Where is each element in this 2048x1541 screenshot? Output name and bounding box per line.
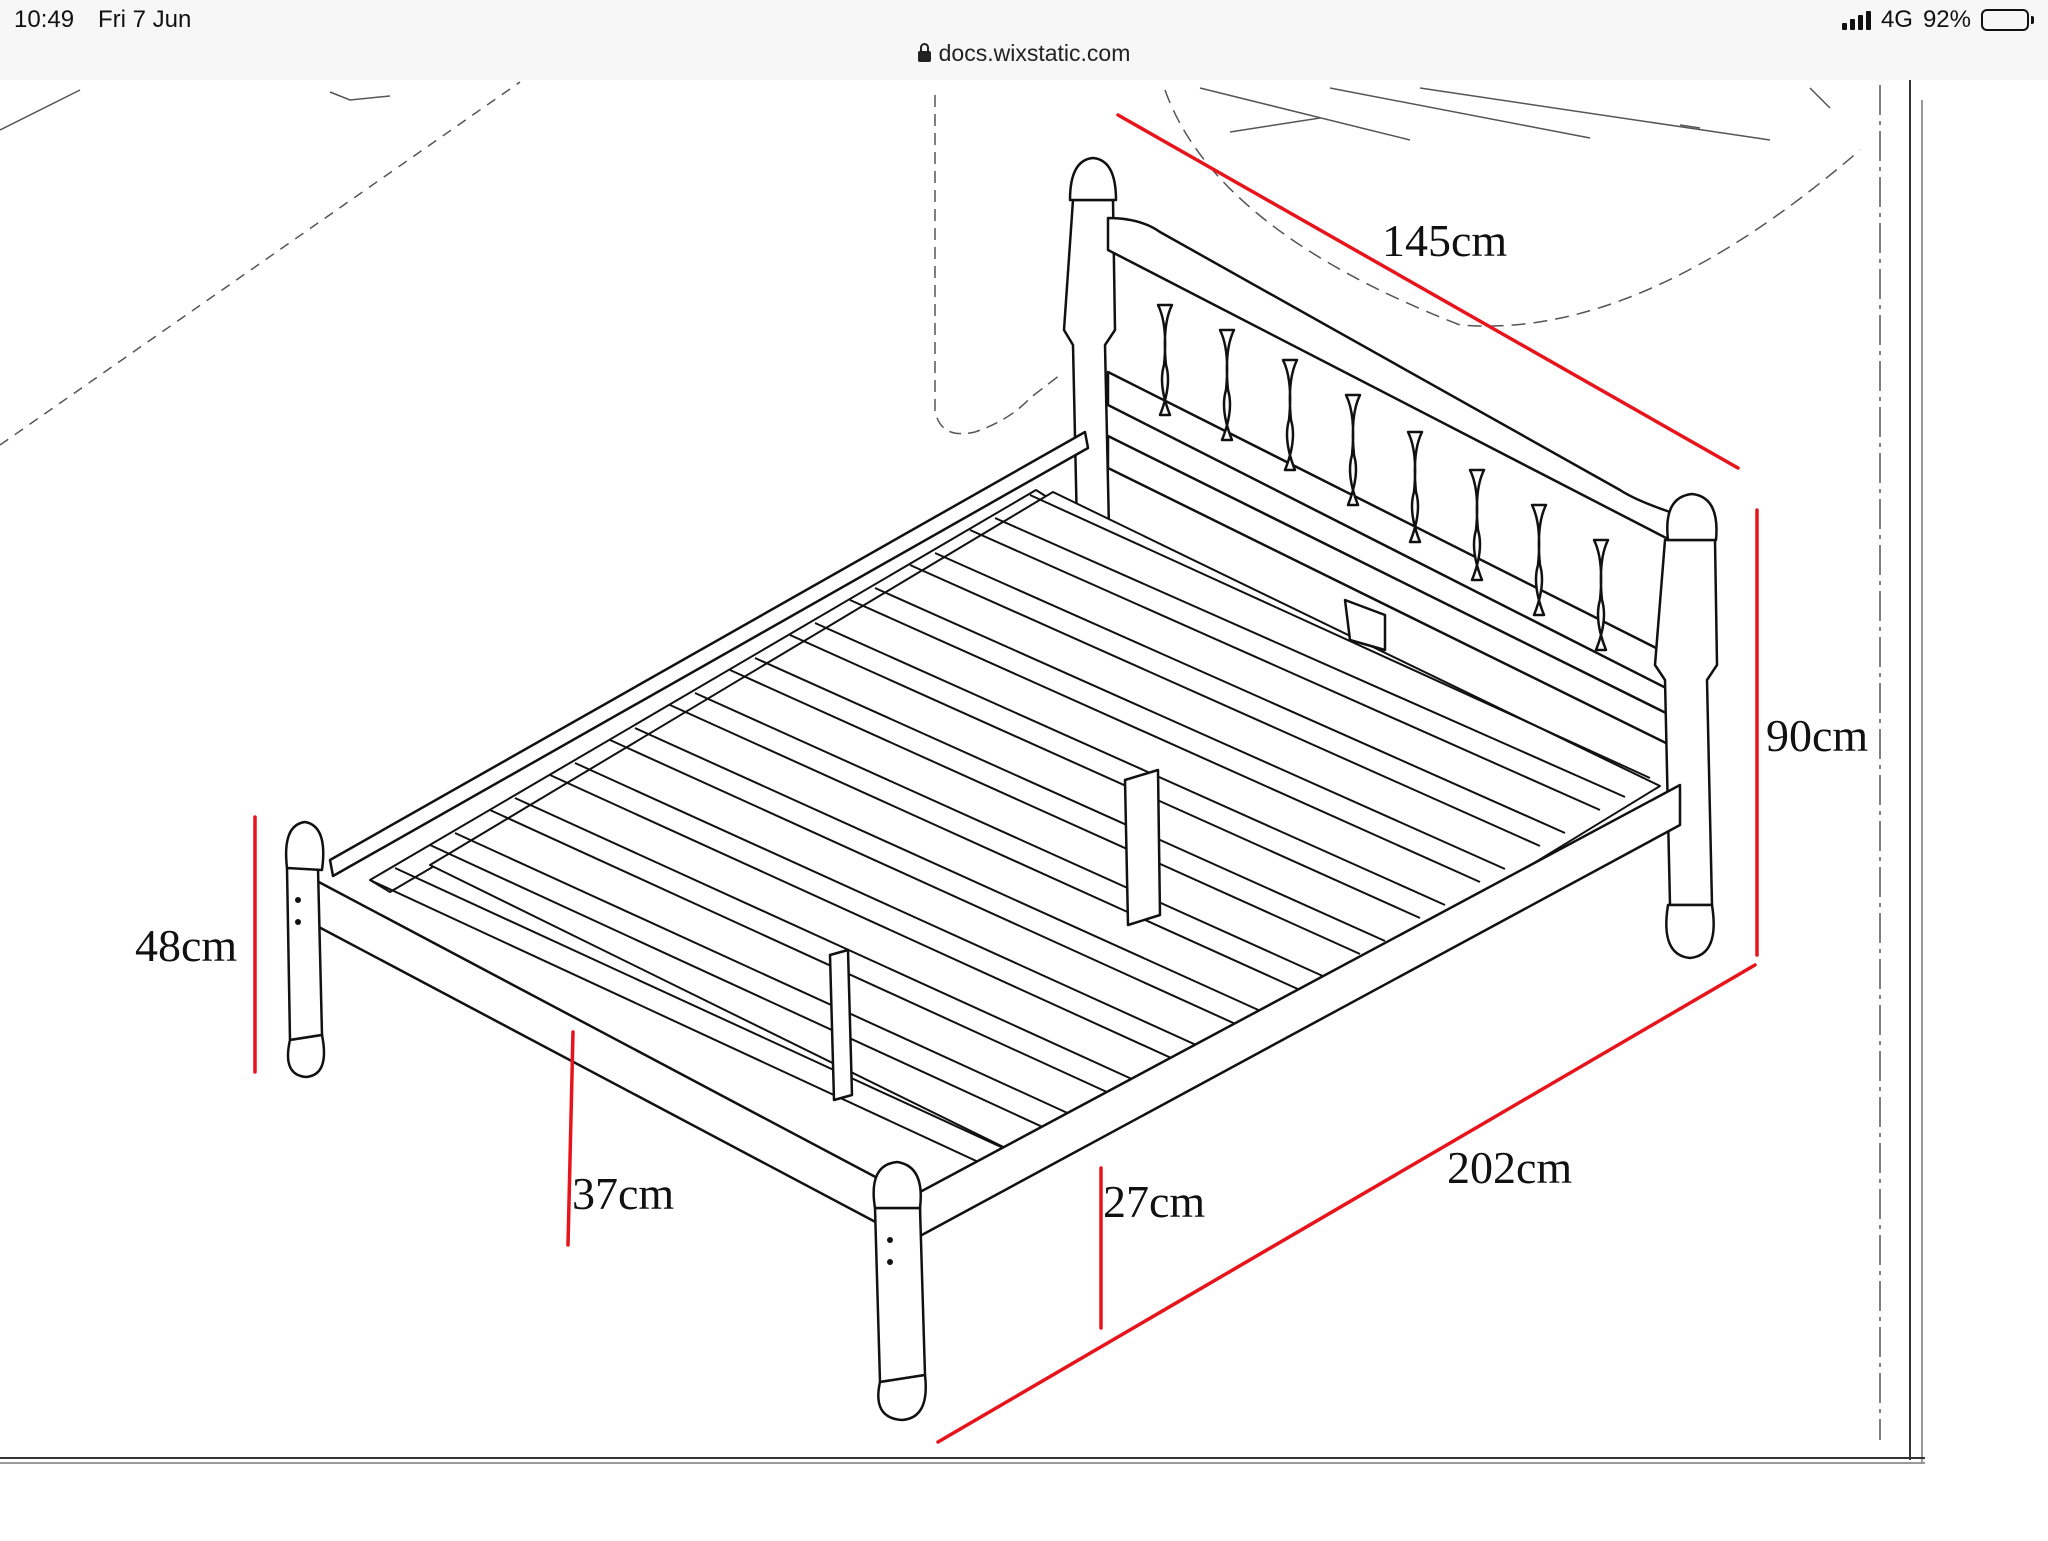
center-support-leg	[828, 948, 854, 1102]
label-202cm: 202cm	[1447, 1142, 1572, 1193]
label-145cm: 145cm	[1382, 215, 1507, 266]
network-type: 4G	[1880, 6, 1913, 33]
bed-drawing	[284, 156, 1719, 1422]
status-indicators: 4G 92%	[1841, 6, 2034, 34]
bed-dimension-diagram: 145cm 90cm 48cm 37cm 27cm 202cm	[0, 80, 1925, 1464]
bed-slats	[369, 489, 1661, 1166]
label-90cm: 90cm	[1766, 710, 1868, 761]
dim-line-length	[936, 963, 1757, 1444]
battery-icon	[1981, 9, 2034, 31]
cellular-signal-icon	[1841, 10, 1871, 30]
label-37cm: 37cm	[572, 1168, 674, 1219]
dim-line-width	[1116, 113, 1740, 470]
far-side-rail	[328, 430, 1090, 878]
lock-icon	[917, 43, 931, 62]
status-date: Fri 7 Jun	[98, 6, 192, 33]
status-bar: 10:49 Fri 7 Jun 4G 92% docs.wixstatic.co…	[0, 0, 2048, 81]
label-27cm: 27cm	[1103, 1176, 1205, 1227]
headboard-spindles	[1156, 303, 1610, 652]
dimension-lines	[253, 113, 1759, 1444]
page-content: 145cm 90cm 48cm 37cm 27cm 202cm	[0, 80, 2048, 1536]
battery-percent: 92%	[1922, 6, 1971, 33]
status-time: 10:49	[14, 6, 75, 33]
room-sketch	[0, 81, 1881, 1440]
address-bar[interactable]: docs.wixstatic.com	[0, 40, 2048, 67]
dimension-labels: 145cm 90cm 48cm 37cm 27cm 202cm	[135, 215, 1868, 1227]
label-48cm: 48cm	[135, 920, 237, 971]
url-text: docs.wixstatic.com	[938, 40, 1131, 66]
page-frame	[0, 80, 1925, 1464]
footboard-corner-post	[873, 1206, 927, 1384]
footboard-left-post	[285, 866, 324, 1042]
dim-line-side-rail	[566, 1030, 575, 1247]
slat-lines	[369, 494, 1651, 1173]
